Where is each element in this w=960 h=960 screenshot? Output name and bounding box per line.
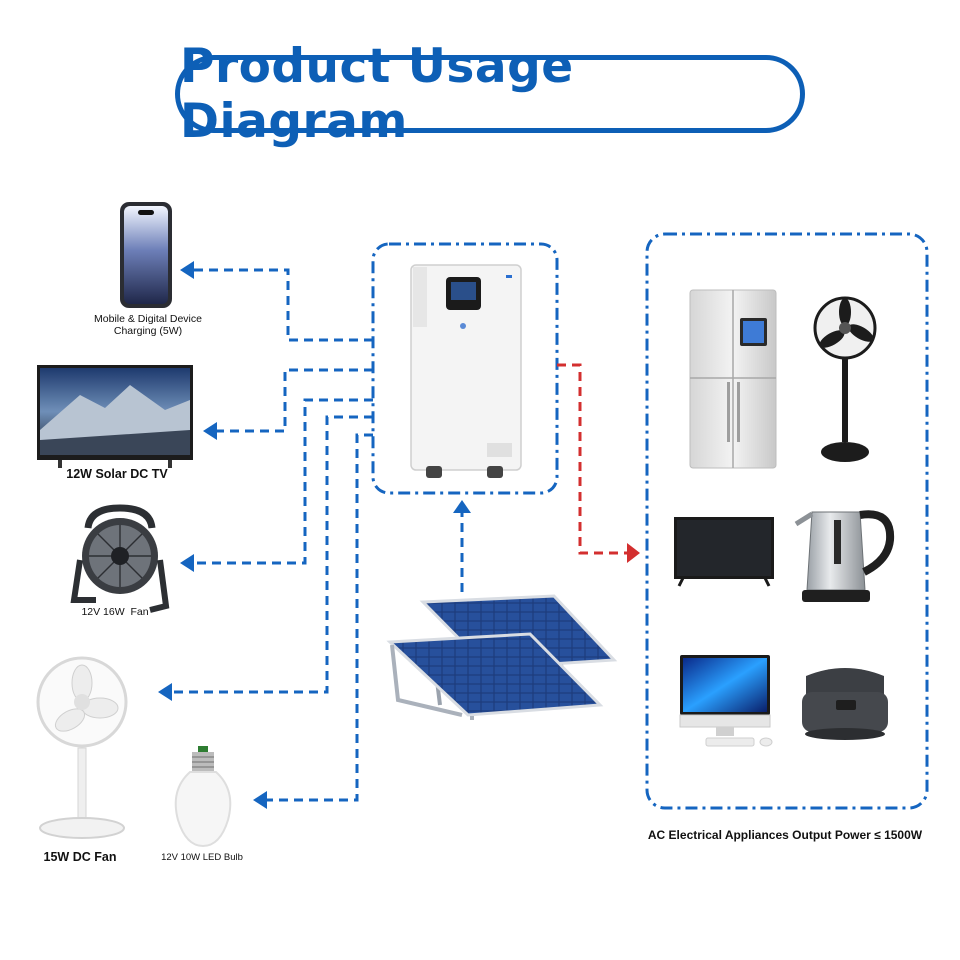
dc-line-tv [215, 368, 373, 433]
refrigerator-icon [689, 289, 777, 469]
led-bulb-icon [174, 746, 232, 848]
arrow-bulb-icon [253, 791, 267, 809]
label-phone: Mobile & Digital Device Charging (5W) [94, 313, 202, 337]
arrow-phone-icon [180, 261, 194, 279]
dc-line-bulb [265, 433, 373, 802]
arrow-standing-fan-icon [158, 683, 172, 701]
dc-line-portable-fan [192, 398, 373, 565]
standing-fan-icon [36, 656, 128, 839]
tv-icon [37, 365, 193, 468]
smartphone-icon [120, 202, 172, 308]
battery-inverter-icon [410, 264, 522, 478]
television-icon [674, 517, 774, 587]
label-bulb: 12V 10W LED Bulb [161, 852, 243, 863]
dc-line-phone [192, 268, 373, 342]
rice-cooker-icon [802, 668, 888, 740]
arrow-ac-icon [627, 543, 640, 563]
dc-line-standing-fan [170, 415, 373, 694]
label-standing-fan: 15W DC Fan [43, 850, 117, 864]
solar-panels-icon [386, 594, 618, 720]
portable-fan-icon [70, 504, 170, 613]
electric-kettle-icon [794, 510, 895, 602]
desktop-computer-icon [679, 655, 773, 747]
label-portable-fan: 12V 16W Fan [81, 606, 149, 618]
page-title: Product Usage Diagram [180, 39, 574, 149]
ac-caption: AC Electrical Appliances Output Power ≤ … [647, 828, 923, 842]
title-pill: Product Usage Diagram [175, 39, 805, 149]
ac-line [557, 363, 628, 555]
pedestal-fan-icon [813, 296, 877, 462]
ac-appliances-frame [645, 232, 929, 810]
arrow-portable-fan-icon [180, 554, 194, 572]
arrow-solar-icon [453, 500, 471, 513]
label-tv: 12W Solar DC TV [66, 467, 168, 481]
arrow-tv-icon [203, 422, 217, 440]
